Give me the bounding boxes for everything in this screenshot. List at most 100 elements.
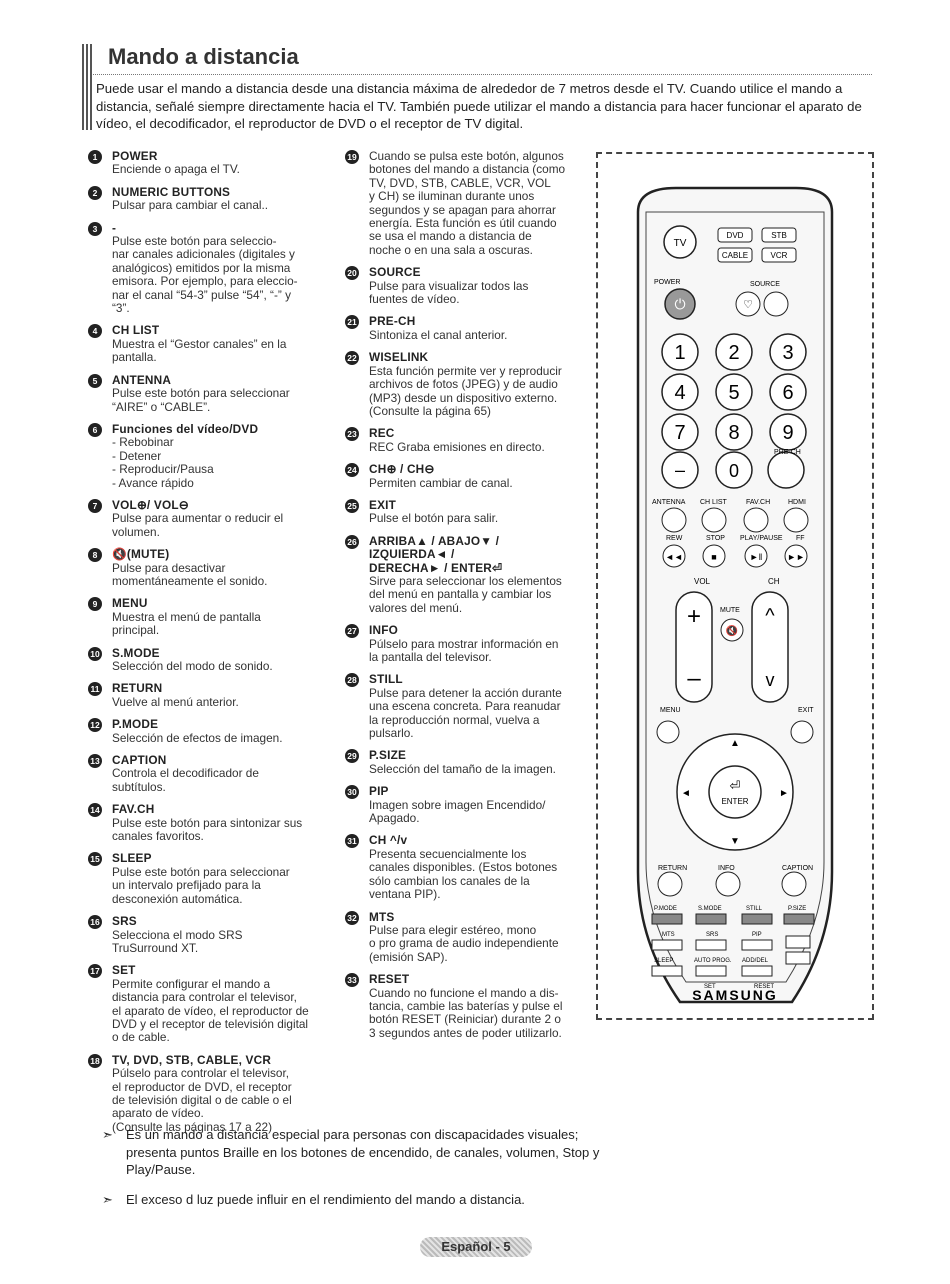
digit-button[interactable] bbox=[769, 413, 807, 451]
callout-number: 16 bbox=[88, 915, 102, 930]
exit-label: EXIT bbox=[798, 707, 814, 714]
chlist-button[interactable] bbox=[701, 507, 727, 533]
callout-number: 31 bbox=[345, 834, 359, 849]
enter-button[interactable] bbox=[708, 765, 762, 819]
pip-button[interactable] bbox=[741, 939, 773, 951]
callout-heading: SLEEP bbox=[112, 851, 152, 866]
stb-button[interactable] bbox=[761, 227, 797, 243]
callout-description: Vuelve al menú anterior. bbox=[112, 694, 239, 709]
prech-button[interactable] bbox=[767, 451, 805, 489]
callout-heading: - bbox=[112, 220, 117, 235]
cable-button[interactable] bbox=[717, 247, 753, 263]
digit-button[interactable] bbox=[769, 333, 807, 371]
callout-number: 25 bbox=[345, 498, 359, 513]
favch-button[interactable] bbox=[743, 507, 769, 533]
callout-description: Presenta secuencialmente los canales dis… bbox=[369, 846, 558, 902]
sleep-label: SLEEP bbox=[654, 958, 673, 964]
callout-number: 27 bbox=[345, 624, 359, 639]
callout-description: Selección del tamaño de la imagen. bbox=[369, 761, 556, 776]
digit-label: 7 bbox=[674, 422, 685, 444]
callout-number: 11 bbox=[88, 682, 102, 697]
notes: ➣Es un mando a distancia especial para p… bbox=[102, 1126, 602, 1220]
digit-button[interactable] bbox=[769, 373, 807, 411]
callout-description: Pulse el botón para salir. bbox=[369, 511, 499, 526]
callout-description: Muestra el menú de pantalla principal. bbox=[112, 609, 261, 638]
callout-number: 24 bbox=[345, 463, 359, 478]
prech-label: PRE-CH bbox=[774, 449, 801, 456]
stop-button[interactable] bbox=[702, 544, 726, 568]
vcr-button[interactable] bbox=[761, 247, 797, 263]
caption-button[interactable] bbox=[781, 871, 807, 897]
playpause-button[interactable] bbox=[744, 544, 768, 568]
power-button[interactable] bbox=[664, 288, 696, 320]
digit-button[interactable] bbox=[661, 373, 699, 411]
hdmi-button[interactable] bbox=[783, 507, 809, 533]
title-bar: Mando a distancia bbox=[82, 44, 872, 130]
digit-button[interactable] bbox=[715, 413, 753, 451]
pmode-button[interactable] bbox=[651, 913, 683, 925]
digit-button[interactable] bbox=[715, 333, 753, 371]
callout-number: 4 bbox=[88, 324, 102, 339]
addel-button[interactable] bbox=[741, 965, 773, 977]
digit-button[interactable] bbox=[661, 413, 699, 451]
callout-number: 15 bbox=[88, 852, 102, 867]
callout-number: 30 bbox=[345, 785, 359, 800]
pip-ch-up-button[interactable] bbox=[785, 935, 811, 949]
callout-number: 7 bbox=[88, 498, 102, 513]
callout-number: 19 bbox=[345, 150, 359, 164]
sleep-button[interactable] bbox=[651, 965, 683, 977]
note-arrow-icon: ➣ bbox=[102, 1191, 113, 1207]
psize-button[interactable] bbox=[783, 913, 815, 925]
srs-button[interactable] bbox=[695, 939, 727, 951]
digit-label: 9 bbox=[782, 422, 793, 444]
ff-button[interactable] bbox=[784, 544, 808, 568]
callout-description: Pulse este botón para seleccionar un int… bbox=[112, 864, 290, 906]
info-label: INFO bbox=[718, 865, 735, 872]
autoprog-button[interactable] bbox=[695, 965, 727, 977]
antenna-button[interactable] bbox=[661, 507, 687, 533]
pip-ch-down-button[interactable] bbox=[785, 951, 811, 965]
return-label: RETURN bbox=[658, 865, 687, 872]
callout-description: Pulse este botón para seleccio- nar cana… bbox=[112, 234, 298, 316]
callout-heading: MTS bbox=[369, 909, 395, 924]
callout-heading: PIP bbox=[369, 784, 389, 799]
ch-rocker[interactable] bbox=[751, 591, 789, 703]
still-button[interactable] bbox=[741, 913, 773, 925]
info-button[interactable] bbox=[715, 871, 741, 897]
mute-button[interactable] bbox=[720, 618, 744, 642]
exit-button[interactable] bbox=[790, 720, 814, 744]
tv-button[interactable] bbox=[663, 225, 697, 259]
smode-button[interactable] bbox=[695, 913, 727, 925]
source-button[interactable] bbox=[763, 291, 789, 317]
menu-button[interactable] bbox=[656, 720, 680, 744]
callout-description: Imagen sobre imagen Encendido/ Apagado. bbox=[369, 797, 546, 826]
light-button[interactable] bbox=[735, 291, 761, 317]
rew-button[interactable] bbox=[662, 544, 686, 568]
dvd-button[interactable] bbox=[717, 227, 753, 243]
reset-label: RESET bbox=[754, 984, 774, 990]
callout-description: Permiten cambiar de canal. bbox=[369, 475, 513, 490]
dash-button[interactable] bbox=[661, 451, 699, 489]
vol-rocker[interactable] bbox=[675, 591, 713, 703]
digit-button[interactable] bbox=[715, 373, 753, 411]
digit-button[interactable] bbox=[661, 333, 699, 371]
callout-heading: CH LIST bbox=[112, 323, 160, 338]
playpause-icon: ►‖ bbox=[750, 552, 763, 562]
stb-label: STB bbox=[771, 231, 787, 240]
return-button[interactable] bbox=[657, 871, 683, 897]
mts-button[interactable] bbox=[651, 939, 683, 951]
zero-button[interactable] bbox=[715, 451, 753, 489]
callout-number: 12 bbox=[88, 718, 102, 733]
note-item: ➣El exceso d luz puede influir en el ren… bbox=[102, 1191, 602, 1209]
remote-inner-outline bbox=[645, 211, 825, 983]
